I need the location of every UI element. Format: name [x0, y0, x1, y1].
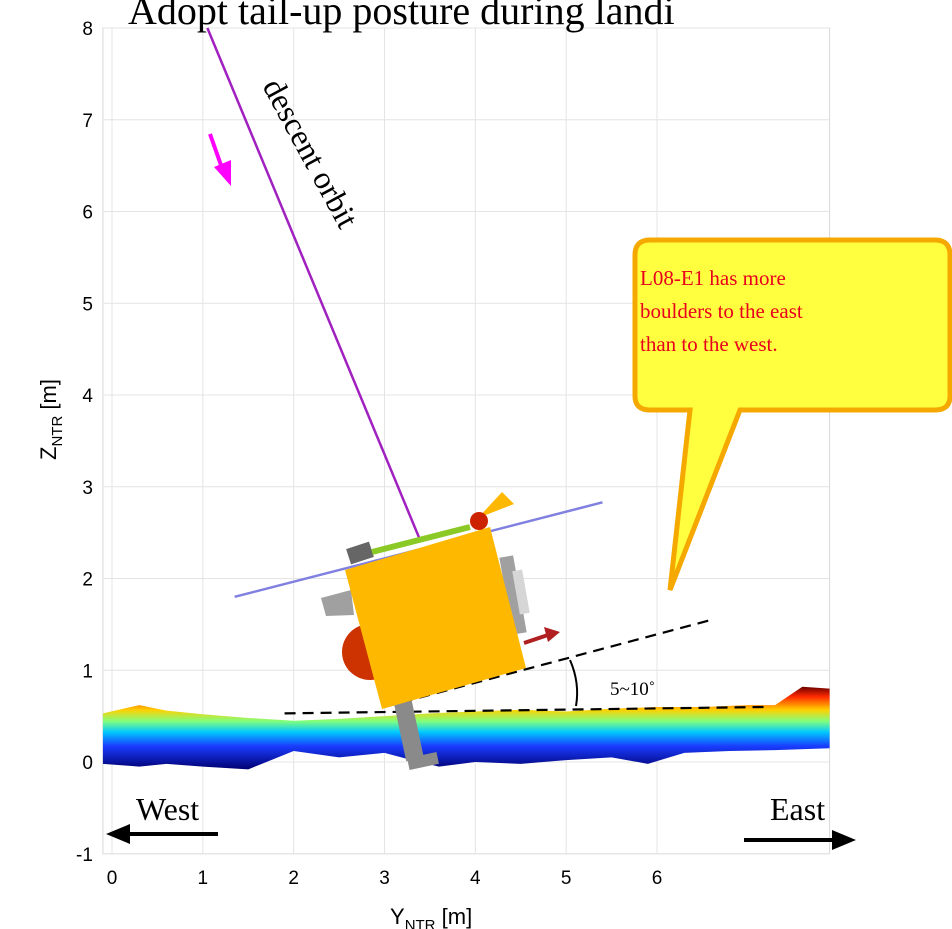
x-tick-label: 6	[652, 868, 663, 889]
y-tick-label: 6	[82, 203, 93, 224]
terrain-surface	[102, 686, 830, 770]
right-panel	[499, 555, 527, 635]
chart-title: Adopt tail-up posture during landi	[128, 0, 675, 33]
y-tick-label: 2	[82, 570, 93, 591]
callout-line-3: than to the west.	[640, 332, 778, 356]
west-label: West	[136, 791, 199, 827]
y-tick-label: -1	[76, 845, 93, 866]
descent-orbit-label: descent orbit	[256, 72, 366, 234]
ground-reference-line	[284, 705, 767, 715]
callout-bubble	[632, 237, 952, 591]
y-tick-labels: -1 0 1 2 3 4 5 6 7 8	[76, 19, 93, 866]
callout-line-2: boulders to the east	[640, 299, 803, 323]
angle-label: 5~10˚	[610, 679, 655, 700]
descent-direction-arrow	[208, 133, 231, 186]
green-bar	[371, 524, 471, 555]
y-tick-label: 0	[82, 753, 93, 774]
landing-foot	[407, 752, 439, 770]
red-dot	[470, 512, 488, 530]
x-tick-label: 4	[470, 868, 481, 889]
x-tick-label: 2	[288, 868, 299, 889]
landing-leg	[394, 700, 424, 762]
west-arrow	[106, 824, 218, 844]
x-tick-labels: 0 1 2 3 4 5 6	[107, 868, 663, 889]
spacecraft	[321, 492, 560, 770]
descent-orbit-line	[206, 27, 422, 543]
x-tick-label: 3	[379, 868, 390, 889]
angle-arc	[569, 659, 579, 707]
y-tick-label: 3	[82, 478, 93, 499]
x-tick-label: 0	[107, 868, 118, 889]
y-tick-label: 8	[82, 19, 93, 40]
x-axis-label: YNTR [m]	[390, 904, 472, 929]
top-gray-block	[346, 541, 374, 565]
x-tick-label: 5	[561, 868, 572, 889]
callout-text: L08-E1 has more boulders to the east tha…	[640, 262, 940, 361]
y-tick-label: 4	[82, 386, 93, 407]
antenna	[478, 492, 514, 518]
spacecraft-body	[345, 527, 526, 709]
left-thruster	[321, 590, 354, 616]
east-label: East	[770, 791, 825, 827]
x-tick-label: 1	[198, 868, 209, 889]
y-tick-label: 5	[82, 294, 93, 315]
thrust-arrow	[523, 633, 549, 645]
thrust-arrow-head	[544, 627, 560, 642]
y-axis-label: ZNTR [m]	[36, 379, 66, 460]
callout-line-1: L08-E1 has more	[640, 266, 786, 290]
y-tick-label: 1	[82, 661, 93, 682]
east-arrow	[744, 830, 856, 850]
right-panel-inner	[512, 569, 530, 615]
y-tick-label: 7	[82, 111, 93, 132]
